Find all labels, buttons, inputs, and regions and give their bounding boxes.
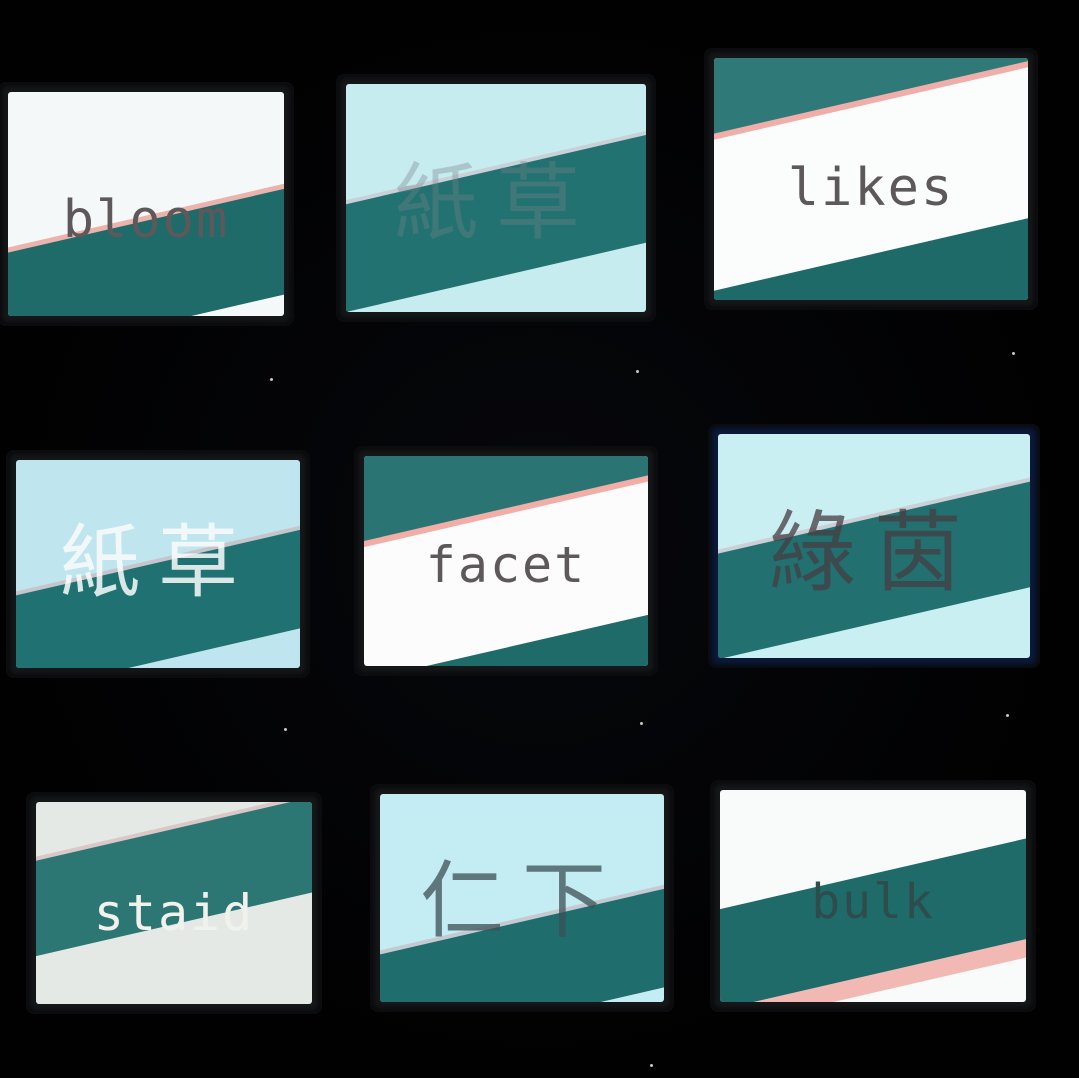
monitor-4: 紙草 <box>8 452 308 676</box>
light-speck <box>640 722 643 725</box>
monitor-5-lower-band <box>364 592 648 666</box>
monitor-5: facet <box>356 448 656 674</box>
monitor-1-word: bloom <box>62 190 230 250</box>
light-speck <box>636 370 639 373</box>
monitor-2-screen: 紙草 <box>346 84 646 312</box>
light-speck <box>270 378 273 381</box>
monitor-8: 仁下 <box>372 786 672 1010</box>
monitor-4-screen: 紙草 <box>16 460 300 668</box>
monitor-2: 紙草 <box>338 76 654 320</box>
monitor-5-word: facet <box>425 536 587 594</box>
light-speck <box>284 728 287 731</box>
monitor-9: bulk <box>712 782 1034 1010</box>
monitor-7-word: staid <box>93 884 255 942</box>
monitor-9-screen: bulk <box>720 790 1026 1002</box>
monitor-8-glyphs: 仁下 <box>419 852 624 950</box>
monitor-1-screen: bloom <box>8 92 284 316</box>
monitor-2-glyphs: 紙草 <box>393 154 598 252</box>
light-speck <box>650 1064 653 1067</box>
monitor-3-teal-band <box>714 58 1028 159</box>
monitor-5-screen: facet <box>364 456 648 666</box>
monitor-6: 綠茵 <box>710 426 1038 666</box>
monitor-7-screen: staid <box>36 802 312 1004</box>
monitor-1: bloom <box>0 84 292 324</box>
monitor-3: likes <box>706 50 1036 308</box>
light-speck <box>1006 714 1009 717</box>
monitor-9-word: bulk <box>811 874 935 930</box>
monitor-3-screen: likes <box>714 58 1028 300</box>
monitor-8-screen: 仁下 <box>380 794 664 1002</box>
light-speck <box>1012 352 1015 355</box>
monitor-6-screen: 綠茵 <box>718 434 1030 658</box>
monitor-6-glyphs: 綠茵 <box>767 501 980 604</box>
monitor-7: staid <box>28 794 320 1012</box>
monitor-3-word: likes <box>787 158 955 218</box>
monitor-4-glyphs: 紙草 <box>60 516 256 609</box>
